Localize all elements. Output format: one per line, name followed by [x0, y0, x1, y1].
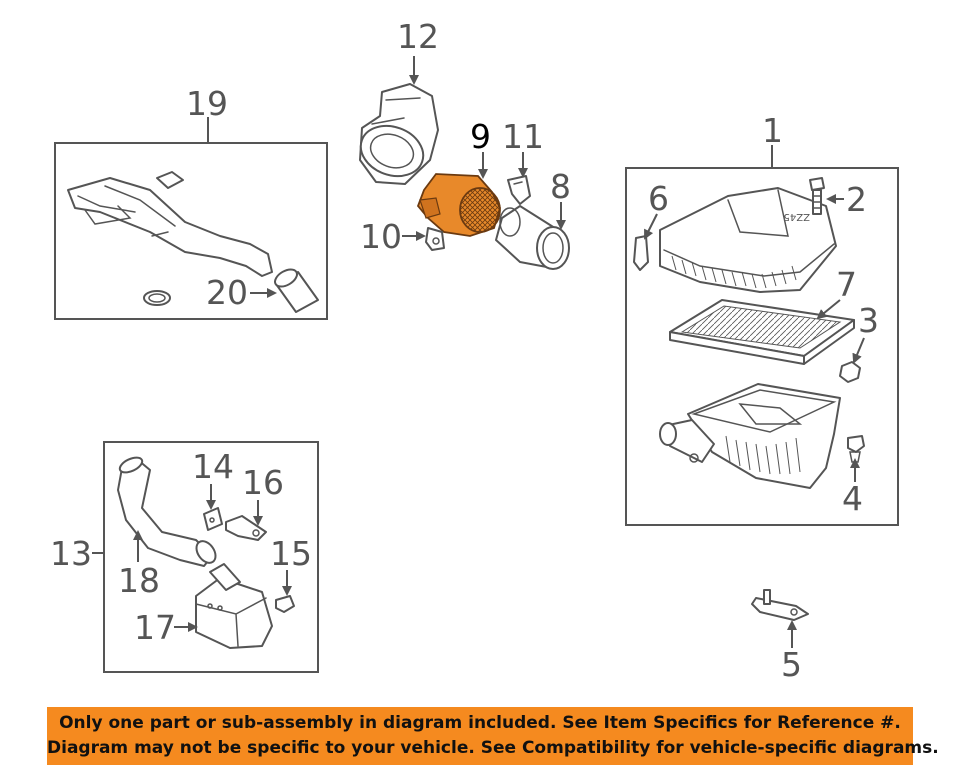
disclaimer-banner: Only one part or sub-assembly in diagram… — [47, 707, 939, 765]
callout-6: 6 — [648, 179, 669, 218]
callout-16: 16 — [242, 463, 284, 502]
clip-15 — [275, 595, 295, 613]
air-cleaner-lower-case — [687, 383, 841, 489]
resonator-neck — [209, 563, 241, 591]
resonator-group: 13 18 14 16 15 17 — [50, 441, 319, 673]
bracket-5 — [751, 597, 809, 621]
callout-5: 5 — [781, 645, 802, 684]
callout-9: 9 — [470, 117, 491, 156]
callout-1: 1 — [762, 111, 783, 150]
bracket-5-group: 5 — [751, 589, 809, 684]
callout-2: 2 — [846, 180, 867, 219]
bracket-16 — [225, 515, 267, 541]
parts-diagram: 19 20 12 9 10 11 8 — [50, 17, 899, 684]
callout-17: 17 — [134, 608, 176, 647]
callout-20: 20 — [206, 273, 248, 312]
grommet-4 — [847, 435, 865, 453]
clamp-11 — [507, 175, 531, 205]
callout-13: 13 — [50, 534, 92, 573]
nut-3 — [839, 361, 861, 383]
group-box-19 — [54, 142, 328, 320]
housing-marking: ZZ45 — [784, 211, 810, 222]
callout-4: 4 — [842, 479, 863, 518]
group-box-1 — [625, 167, 899, 526]
mass-air-flow-group: 12 9 10 11 8 — [359, 17, 571, 270]
callout-11: 11 — [502, 117, 544, 156]
callout-14: 14 — [192, 447, 234, 486]
disclaimer-line-2: Diagram may not be specific to your vehi… — [47, 738, 939, 758]
air-cleaner-group: 1 ZZ45 6 2 7 3 — [625, 111, 899, 526]
sensor-mesh — [459, 187, 501, 233]
duct-seal-ring — [143, 290, 171, 306]
upper-intake-duct — [67, 177, 273, 277]
callout-8: 8 — [550, 167, 571, 206]
callout-12: 12 — [397, 17, 439, 56]
air-cleaner-cover — [659, 187, 837, 293]
disclaimer-line-1: Only one part or sub-assembly in diagram… — [59, 713, 901, 733]
callout-10: 10 — [360, 217, 402, 256]
bolt-2 — [809, 177, 825, 191]
group-box-13 — [103, 441, 319, 673]
intake-duct-group: 19 20 — [54, 84, 328, 320]
callout-7: 7 — [836, 265, 857, 304]
callout-15: 15 — [270, 534, 312, 573]
callout-19: 19 — [186, 84, 228, 123]
callout-3: 3 — [858, 301, 879, 340]
callout-18: 18 — [118, 561, 160, 600]
sensor-bracket-10 — [425, 227, 445, 251]
duct-cap — [156, 171, 184, 189]
clip-6 — [633, 235, 649, 271]
